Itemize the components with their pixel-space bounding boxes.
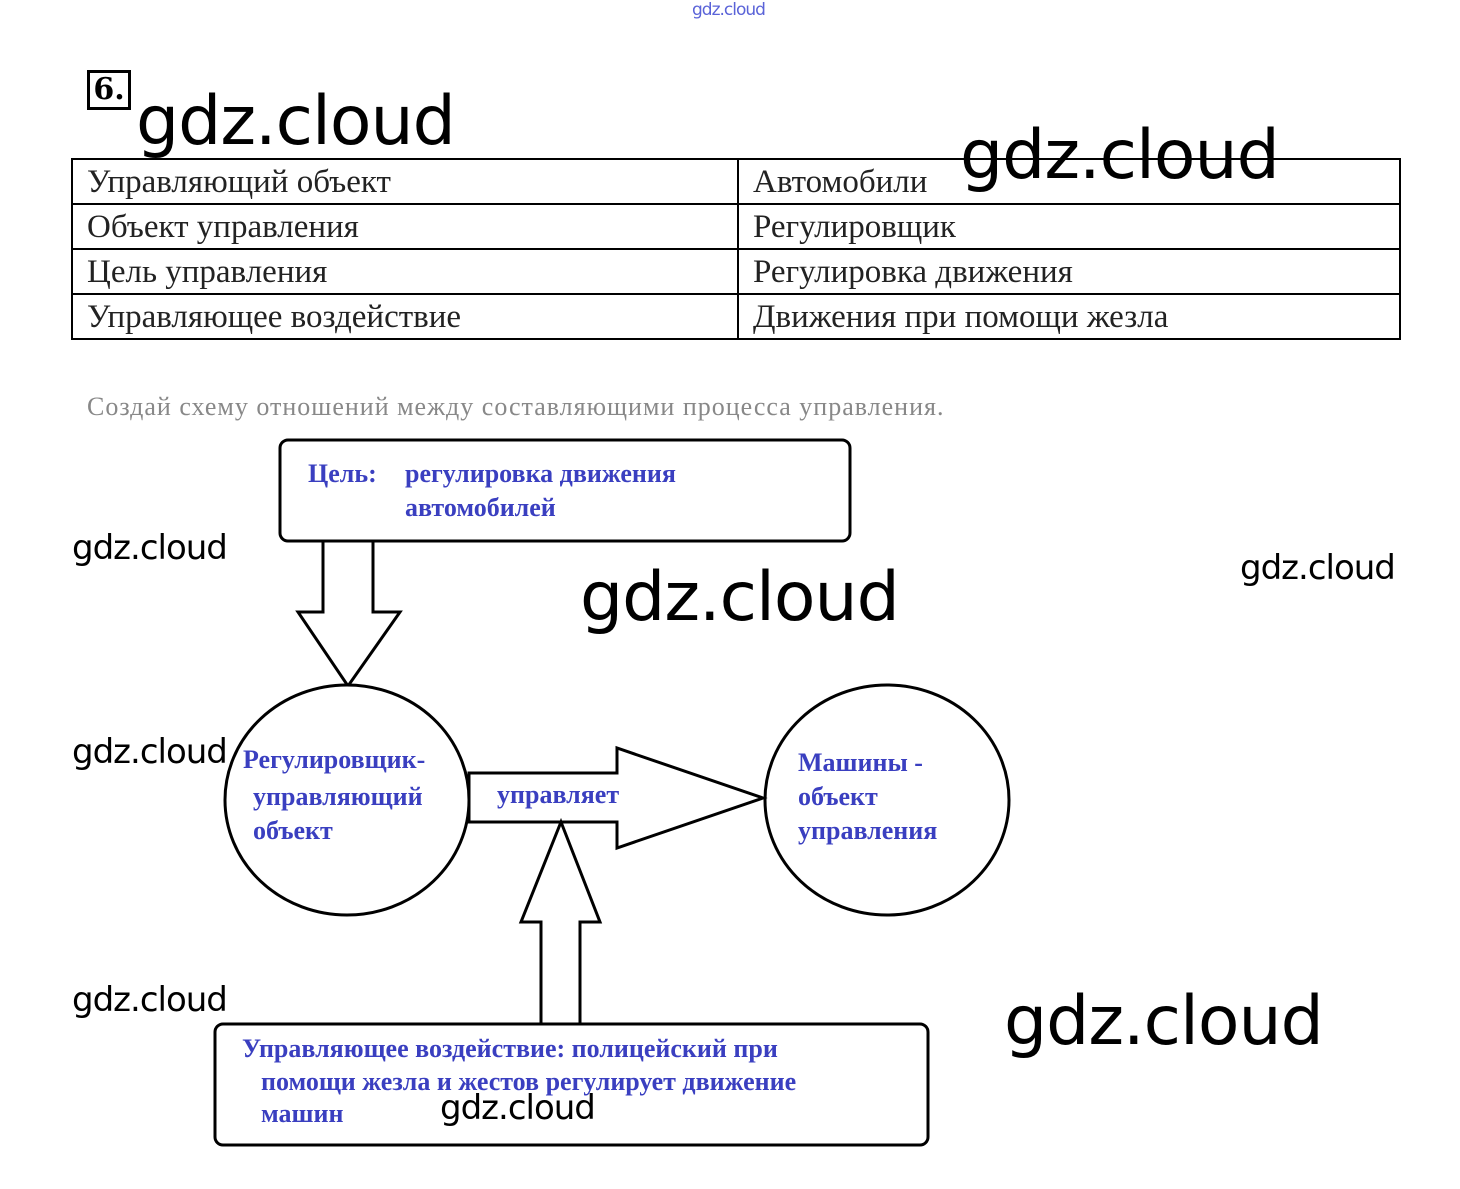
left-circle-line: объект xyxy=(253,816,333,845)
action-line: помощи жезла и жестов регулирует движени… xyxy=(261,1067,797,1096)
watermark: gdz.cloud xyxy=(72,528,228,568)
watermark: gdz.cloud xyxy=(72,732,228,772)
right-arrow xyxy=(467,745,768,851)
action-line: машин xyxy=(261,1099,344,1128)
goal-line2: автомобилей xyxy=(405,493,556,522)
watermark: gdz.cloud xyxy=(1004,982,1324,1061)
watermark: gdz.cloud xyxy=(72,980,228,1020)
action-box xyxy=(213,1022,930,1147)
right-circle-line: объект xyxy=(798,782,878,811)
arrow-label: управляет xyxy=(497,780,620,809)
up-arrow xyxy=(518,817,603,1026)
right-circle-line: Машины - xyxy=(798,748,923,777)
goal-line1: регулировка движения xyxy=(405,459,676,488)
task-number: 6. xyxy=(87,70,131,110)
down-arrow xyxy=(295,539,403,689)
action-line: Управляющее воздействие: полицейский при xyxy=(242,1034,778,1063)
goal-label: Цель: xyxy=(308,459,377,488)
task-text: Создай схему отношений между составляющи… xyxy=(87,392,945,421)
right-circle-line: управления xyxy=(798,816,938,845)
left-circle-line: Регулировщик- xyxy=(243,745,426,774)
watermark: gdz.cloud xyxy=(1240,548,1396,588)
watermark: gdz.cloud xyxy=(136,82,456,161)
watermark: gdz.cloud xyxy=(440,1088,596,1128)
watermark: gdz.cloud xyxy=(692,0,766,20)
watermark: gdz.cloud xyxy=(960,116,1280,195)
goal-box xyxy=(278,438,852,543)
watermark: gdz.cloud xyxy=(580,558,900,637)
left-circle-line: управляющий xyxy=(253,782,423,811)
right-circle xyxy=(763,683,1011,917)
